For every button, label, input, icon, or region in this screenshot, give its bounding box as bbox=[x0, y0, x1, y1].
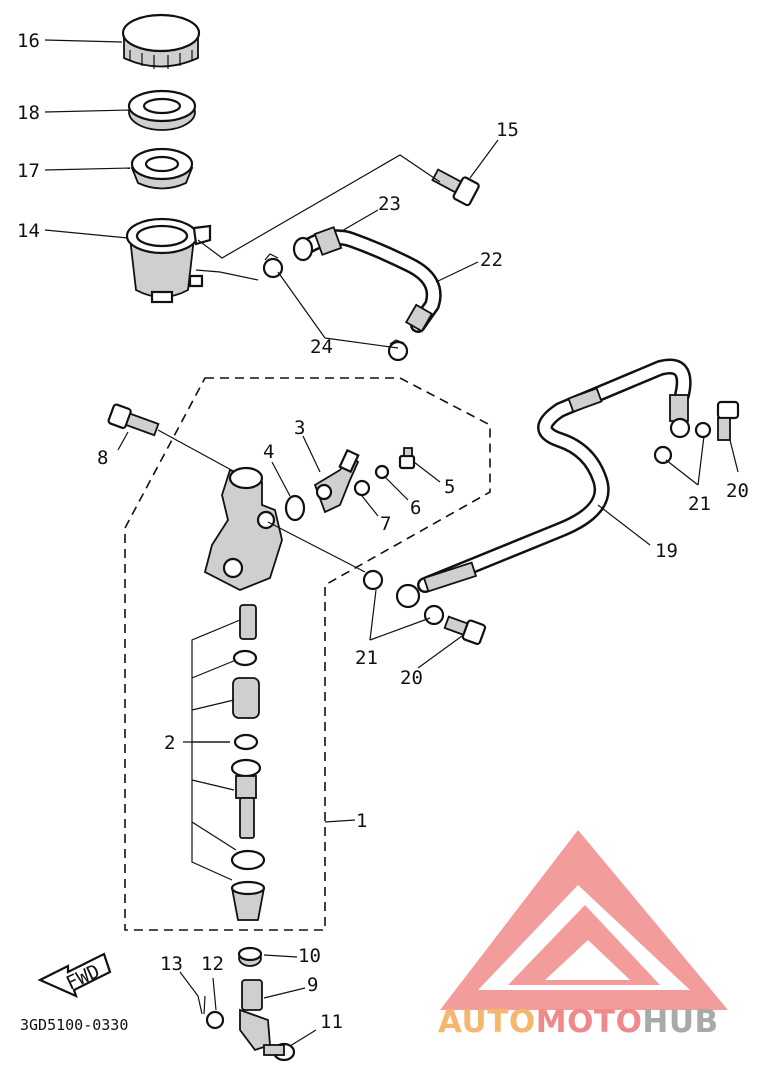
leader-lines bbox=[44, 39, 739, 1047]
screw-5 bbox=[398, 447, 416, 470]
callout-8: 8 bbox=[97, 447, 108, 469]
clevis bbox=[239, 979, 271, 1052]
copper-washer-lower-2 bbox=[423, 604, 445, 626]
union-bolt-upper bbox=[716, 400, 740, 441]
callout-10: 10 bbox=[298, 945, 321, 967]
callout-22: 22 bbox=[480, 249, 503, 271]
callout-6: 6 bbox=[410, 497, 421, 519]
o-ring bbox=[284, 494, 306, 522]
callout-4: 4 bbox=[263, 441, 274, 463]
reservoir-cap bbox=[121, 13, 201, 69]
callout-16: 16 bbox=[17, 30, 40, 52]
callout-9: 9 bbox=[307, 974, 318, 996]
callout-12: 12 bbox=[201, 953, 224, 975]
washer-6 bbox=[374, 464, 390, 480]
callout-24: 24 bbox=[310, 336, 333, 358]
plain-washer bbox=[205, 1010, 225, 1030]
callout-3: 3 bbox=[294, 417, 305, 439]
callout-20-upper: 20 bbox=[726, 480, 749, 502]
callout-5: 5 bbox=[444, 476, 455, 498]
master-cylinder-body bbox=[203, 466, 283, 591]
cotter-pin bbox=[197, 995, 206, 1015]
callout-23: 23 bbox=[378, 193, 401, 215]
callout-20-lower: 20 bbox=[400, 667, 423, 689]
callout-14: 14 bbox=[17, 220, 40, 242]
union-bolt-lower bbox=[443, 615, 487, 645]
clevis-pin bbox=[263, 1042, 296, 1062]
drawing-code: 3GD5100-0330 bbox=[20, 1016, 128, 1034]
callout-2: 2 bbox=[164, 732, 175, 754]
callout-11: 11 bbox=[320, 1011, 343, 1033]
watermark-logo bbox=[440, 830, 728, 1010]
bolt-8 bbox=[107, 403, 160, 437]
copper-washer-upper bbox=[653, 445, 673, 465]
screw-15 bbox=[431, 168, 480, 207]
diaphragm bbox=[130, 147, 194, 190]
reservoir-tank bbox=[125, 217, 212, 304]
callout-21-lower: 21 bbox=[355, 647, 378, 669]
diaphragm-plate bbox=[127, 89, 197, 131]
callout-1: 1 bbox=[356, 810, 367, 832]
callout-15: 15 bbox=[496, 119, 519, 141]
callout-13: 13 bbox=[160, 953, 183, 975]
copper-washer-upper-2 bbox=[694, 421, 712, 439]
hose-joint bbox=[313, 448, 360, 514]
nut bbox=[237, 946, 263, 967]
copper-washer-lower bbox=[362, 569, 384, 591]
callout-19: 19 bbox=[655, 540, 678, 562]
callout-17: 17 bbox=[17, 160, 40, 182]
forward-arrow-icon: FWD bbox=[37, 952, 112, 999]
callout-21-upper: 21 bbox=[688, 493, 711, 515]
callout-18: 18 bbox=[17, 102, 40, 124]
brake-hose bbox=[395, 358, 692, 609]
piston-kit-bracket bbox=[191, 619, 241, 881]
watermark-text: AUTOMOTOHUB bbox=[438, 1004, 719, 1040]
piston-kit bbox=[230, 604, 266, 921]
washer-7 bbox=[353, 479, 371, 497]
callout-labels: 16 18 17 14 15 23 22 24 8 4 3 5 6 7 21 2… bbox=[17, 30, 749, 1033]
callout-7: 7 bbox=[380, 513, 391, 535]
hose-clamp bbox=[262, 253, 409, 362]
reservoir-hose bbox=[292, 226, 442, 333]
assembly-outline bbox=[124, 377, 491, 931]
